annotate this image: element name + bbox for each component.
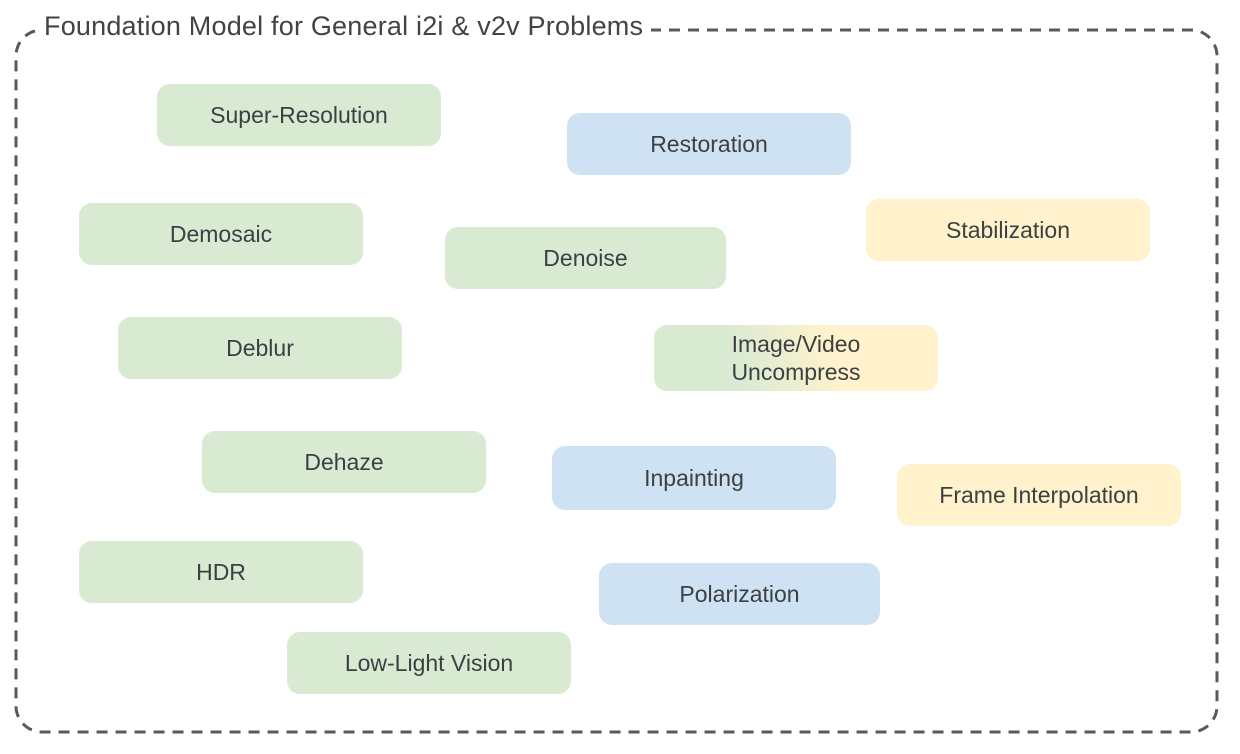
- pill-inpainting: Inpainting: [552, 446, 836, 510]
- pill-low-light-vision: Low-Light Vision: [287, 632, 571, 694]
- pill-label: Demosaic: [169, 221, 273, 247]
- pill-dehaze: Dehaze: [202, 431, 486, 493]
- pill-label: Inpainting: [644, 465, 744, 491]
- pill-stabilization: Stabilization: [866, 199, 1150, 261]
- pill-restoration: Restoration: [567, 113, 851, 175]
- pill-frame-interpolation: Frame Interpolation: [897, 464, 1181, 526]
- pill-hdr: HDR: [79, 541, 363, 603]
- pill-label: Polarization: [679, 581, 800, 607]
- pill-super-resolution: Super-Resolution: [157, 84, 441, 146]
- pill-label: Frame Interpolation: [939, 482, 1139, 508]
- pill-deblur: Deblur: [118, 317, 402, 379]
- pill-label: Image/Video Uncompress: [731, 331, 861, 385]
- pill-image-video-uncompress: Image/Video Uncompress: [654, 325, 938, 391]
- pill-label: HDR: [196, 559, 246, 585]
- pill-label: Stabilization: [945, 217, 1071, 243]
- pill-label: Dehaze: [304, 449, 384, 475]
- pill-label: Denoise: [543, 245, 628, 271]
- pill-label: Deblur: [226, 335, 294, 361]
- pill-label: Restoration: [650, 131, 768, 157]
- pill-denoise: Denoise: [445, 227, 726, 289]
- figure-title: Foundation Model for General i2i & v2v P…: [36, 9, 652, 43]
- pill-demosaic: Demosaic: [79, 203, 363, 265]
- pill-polarization: Polarization: [599, 563, 880, 625]
- pill-label: Super-Resolution: [210, 102, 388, 128]
- pill-label: Low-Light Vision: [344, 650, 514, 676]
